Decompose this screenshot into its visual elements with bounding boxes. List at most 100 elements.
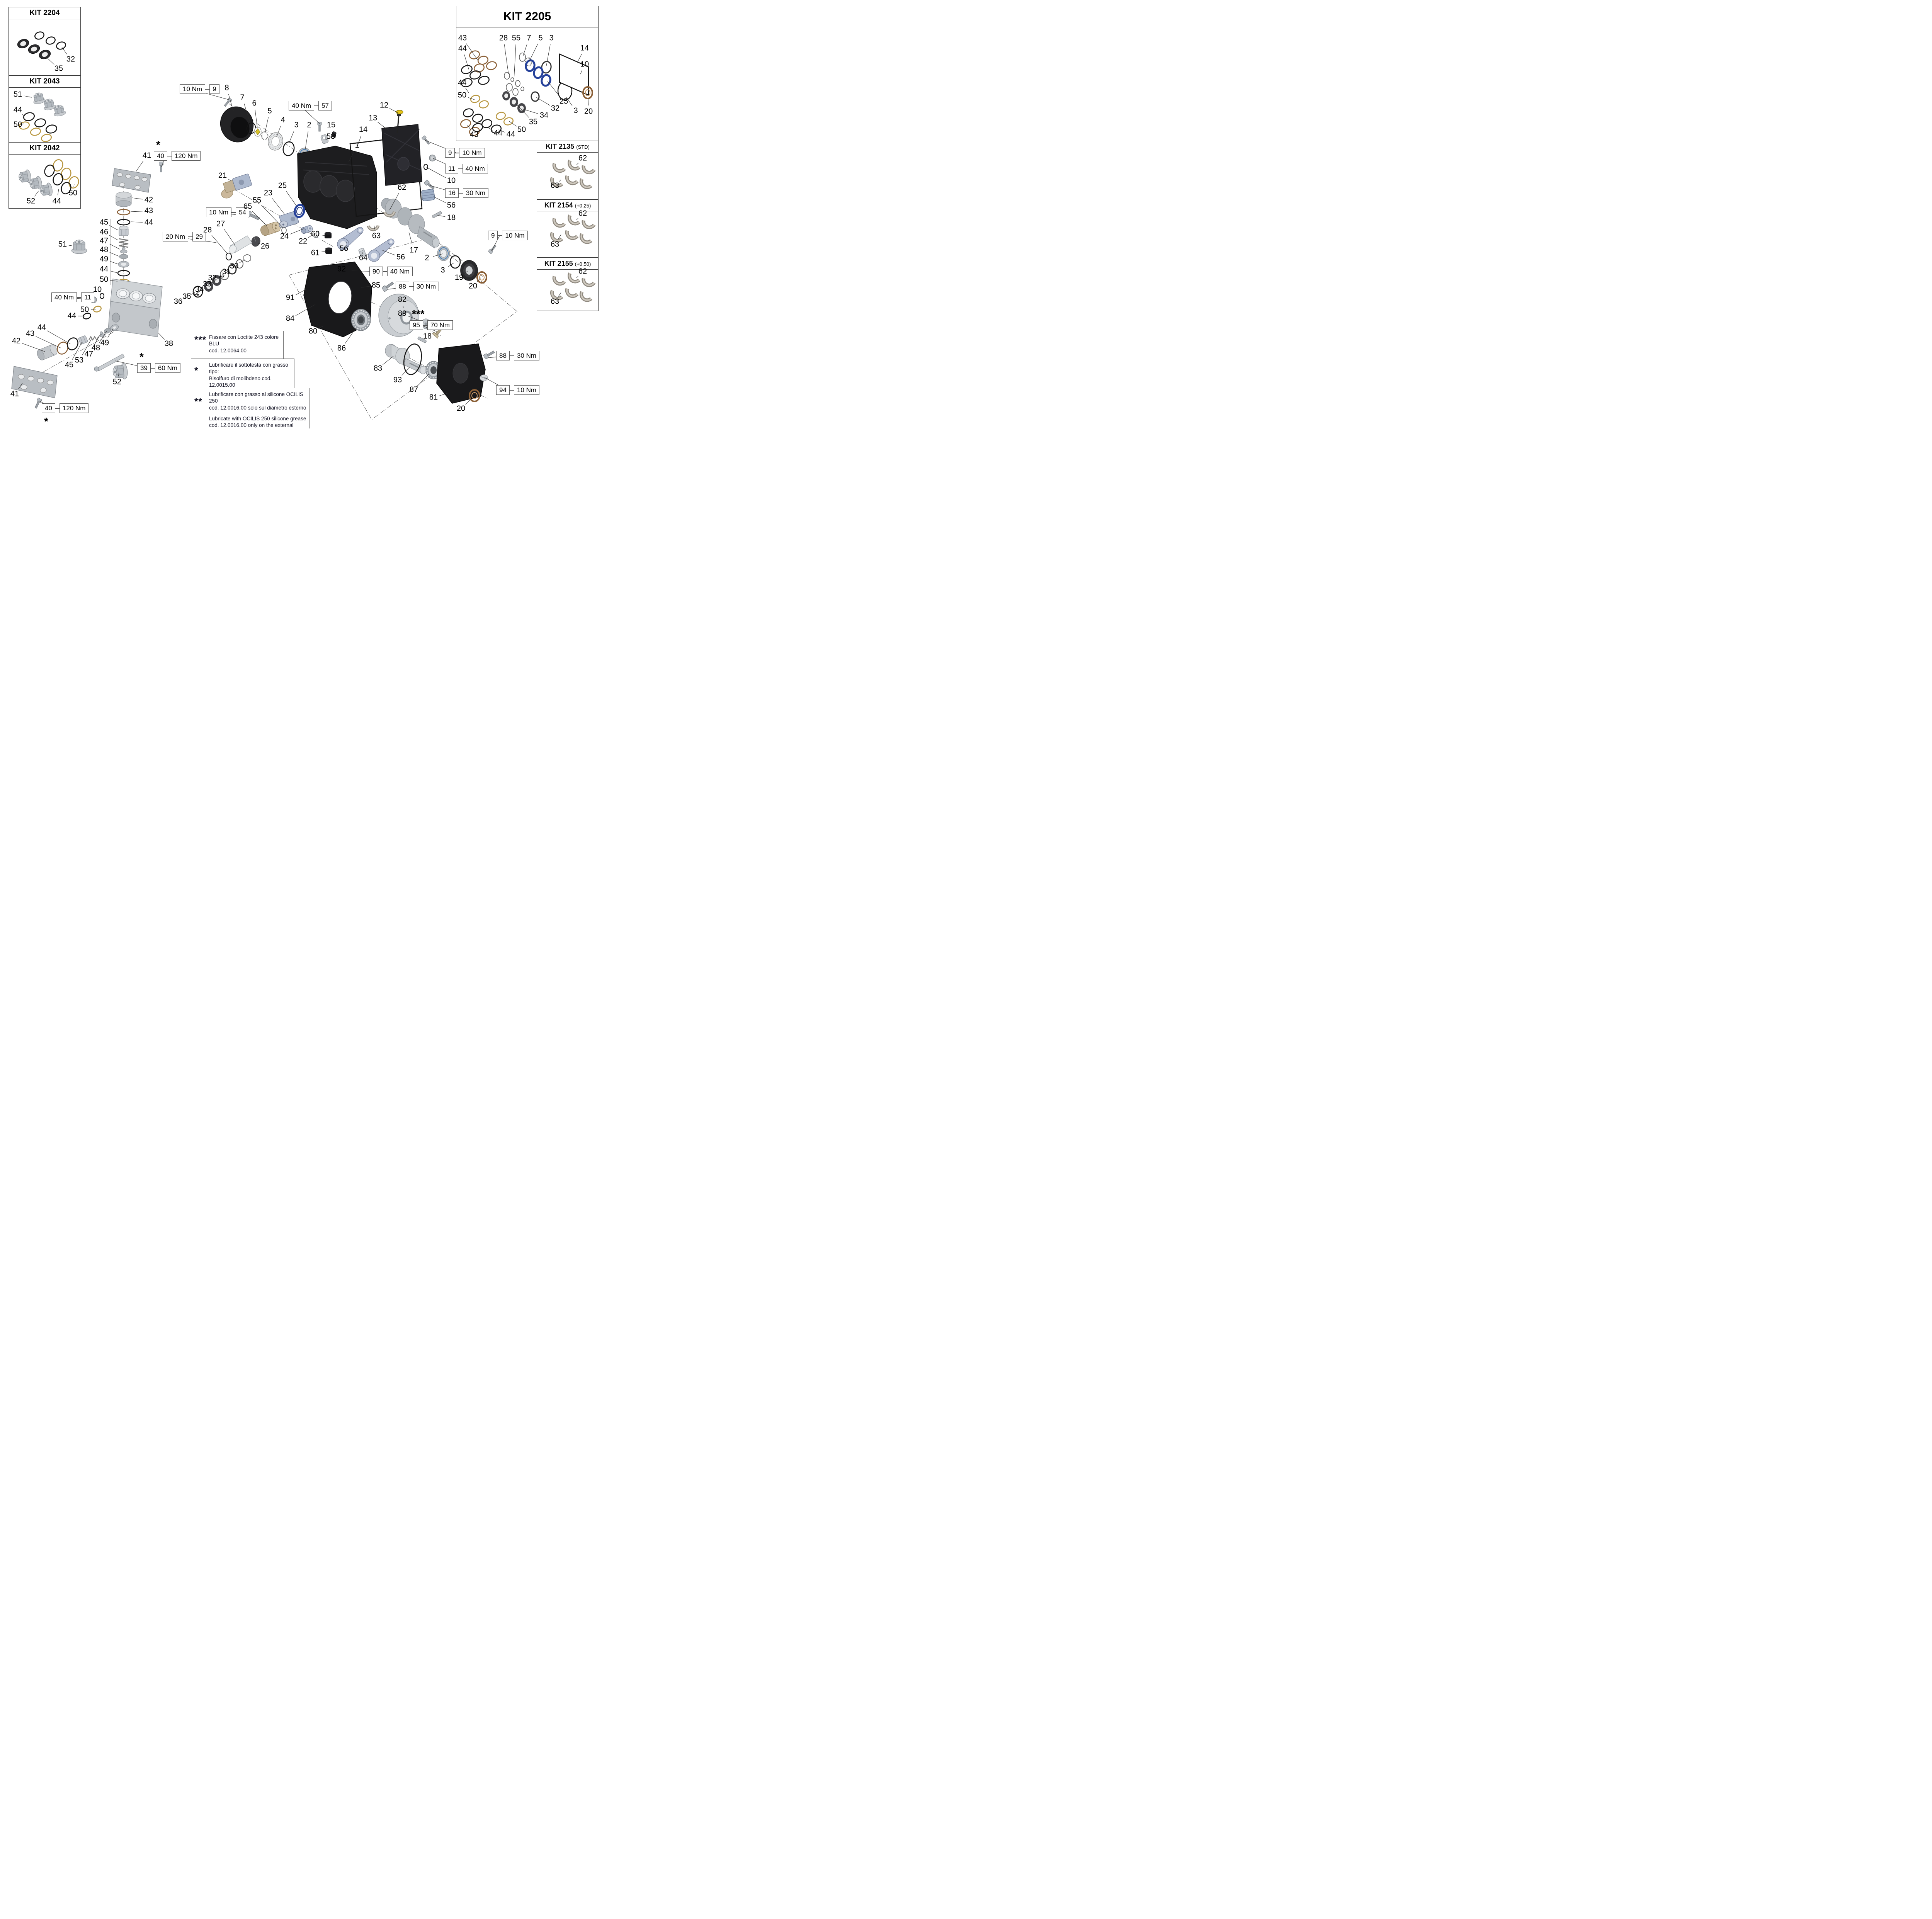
- ring-36: [192, 286, 203, 298]
- part-label-3: 3: [294, 121, 299, 129]
- leader-line: [221, 270, 231, 275]
- leader-line: [110, 270, 117, 273]
- torque-box: 70 Nm: [427, 320, 453, 330]
- leader-line: [22, 114, 24, 116]
- part-label-48: 48: [91, 343, 100, 352]
- oring-3-right: [449, 255, 461, 269]
- kit-title-2135: KIT 2135(STD): [537, 141, 598, 153]
- hex-seat-30: [243, 254, 251, 262]
- note-silicone-it: Lubrificare con grasso al silicone OCILI…: [209, 391, 306, 411]
- leader-line: [261, 205, 283, 228]
- part-label-64: 64: [359, 253, 368, 262]
- piston-plug-42: [116, 192, 132, 207]
- part-label-49: 49: [100, 338, 109, 347]
- part-label-34: 34: [195, 285, 204, 294]
- leader-line: [465, 398, 472, 405]
- plug-94: [480, 374, 488, 381]
- part-label-10: 10: [93, 285, 102, 294]
- part-label-35: 35: [54, 64, 63, 73]
- part-label-41: 41: [10, 389, 19, 398]
- leader-line: [295, 304, 316, 316]
- oring-43: [117, 209, 131, 216]
- kit-box-2043: KIT 2043: [9, 75, 81, 142]
- part-ref-box-40: 40: [42, 403, 55, 413]
- part-label-62: 62: [397, 183, 406, 192]
- callout-connector: [205, 88, 210, 90]
- leader-line: [82, 338, 92, 355]
- part-label-41: 41: [142, 151, 151, 160]
- asterisk-marker: *: [139, 351, 144, 363]
- bearing-86: [351, 309, 371, 331]
- part-label-7: 7: [240, 93, 245, 102]
- leader-line: [401, 367, 410, 376]
- torque-box: 30 Nm: [413, 282, 439, 291]
- leader-line: [433, 253, 443, 257]
- part-label-56: 56: [396, 253, 405, 262]
- callout-connector: [409, 286, 413, 287]
- part-label-34: 34: [539, 111, 549, 120]
- note-marker-double-asterisk: **: [194, 396, 202, 407]
- callout-connector: [423, 325, 427, 326]
- oring-10-left: [100, 293, 104, 299]
- part-label-10: 10: [447, 176, 456, 185]
- part-label-50: 50: [80, 305, 89, 314]
- plug-15: [331, 131, 337, 138]
- part-label-20: 20: [468, 282, 478, 291]
- leader-line: [509, 121, 517, 127]
- part-label-17: 17: [409, 246, 418, 255]
- part-label-65: 65: [243, 202, 252, 211]
- callout-connector: [231, 212, 236, 213]
- kit-title-2155: KIT 2155(+0,50): [537, 258, 598, 270]
- bearing-2-right: [437, 246, 450, 261]
- leader-line: [558, 292, 561, 297]
- part-label-61: 61: [311, 248, 320, 257]
- part-label-81: 81: [429, 393, 438, 402]
- oring-3: [282, 141, 295, 156]
- leader-line: [272, 198, 285, 214]
- part-label-84: 84: [286, 314, 295, 323]
- note-loctite-it: Fissare con Loctite 243 colore BLU cod. …: [209, 334, 279, 354]
- torque-box: 10 Nm: [459, 148, 485, 158]
- leader-line: [464, 270, 468, 274]
- kit2205-parts: [460, 50, 593, 136]
- leader-line: [132, 197, 143, 200]
- leader-line: [224, 229, 235, 245]
- part-label-31: 31: [222, 267, 231, 276]
- part-label-3: 3: [573, 106, 578, 115]
- part-label-18: 18: [447, 213, 456, 222]
- oring-55: [281, 227, 287, 234]
- part-label-80: 80: [308, 327, 318, 336]
- part-label-46: 46: [99, 228, 109, 236]
- part-label-86: 86: [337, 344, 346, 353]
- leader-line: [211, 235, 228, 254]
- conrod-56-left: [337, 227, 364, 250]
- part-label-44: 44: [457, 78, 467, 87]
- leader-line: [252, 211, 267, 226]
- leader-line: [382, 250, 395, 255]
- part-label-62: 62: [578, 209, 587, 218]
- oring-44c: [67, 337, 78, 350]
- pump-head-38: [108, 279, 163, 337]
- leader-line: [466, 43, 479, 61]
- part-label-55: 55: [512, 34, 521, 42]
- leader-line: [57, 189, 59, 195]
- part-label-42: 42: [144, 195, 153, 204]
- leader-line: [467, 125, 471, 130]
- sleeve-65: [260, 221, 281, 236]
- part-label-49: 49: [99, 255, 109, 263]
- part-label-14: 14: [580, 44, 589, 53]
- part-label-45: 45: [99, 218, 109, 227]
- leader-line: [47, 330, 71, 344]
- part-label-50: 50: [99, 275, 109, 284]
- seat-49b: [110, 324, 119, 331]
- callout-connector: [383, 271, 387, 272]
- leader-line: [383, 356, 394, 365]
- piston-27: [228, 235, 252, 254]
- part-label-38: 38: [164, 339, 173, 348]
- kit-box-2155: KIT 2155(+0,50): [537, 258, 599, 311]
- leader-line: [212, 275, 223, 282]
